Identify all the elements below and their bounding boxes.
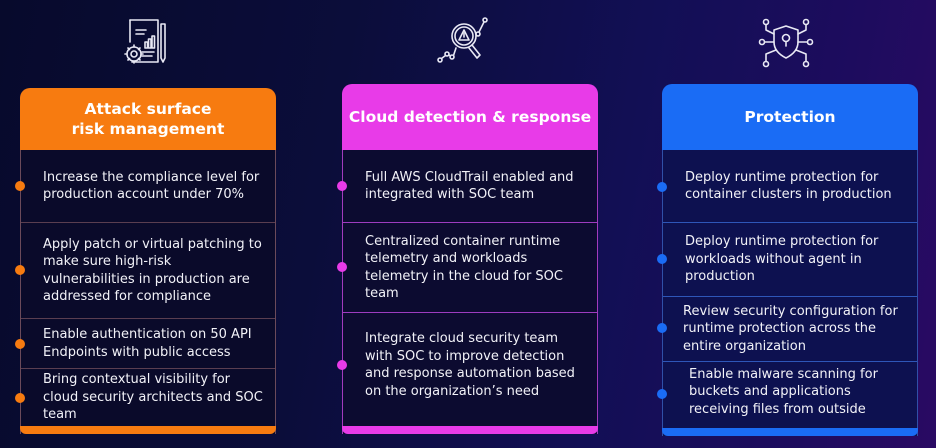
column-header: Cloud detection & response xyxy=(342,84,598,150)
list-item: Review security configuration for runtim… xyxy=(657,297,917,361)
column-header: Protection xyxy=(662,84,918,150)
item-text: Enable malware scanning for buckets and … xyxy=(689,366,878,417)
divider xyxy=(663,222,917,223)
item-text: Increase the compliance level for produc… xyxy=(43,169,260,203)
magnifier-warning-icon xyxy=(436,12,496,72)
divider xyxy=(663,296,917,297)
list-item: Full AWS CloudTrail enabled and integrat… xyxy=(337,150,597,222)
list-item: Deploy runtime protection for container … xyxy=(657,150,917,222)
bullet-dot xyxy=(15,265,25,275)
bullet-dot xyxy=(15,393,25,403)
list-item: Enable authentication on 50 API Endpoint… xyxy=(15,319,275,368)
list-item: Increase the compliance level for produc… xyxy=(15,150,275,222)
item-text: Deploy runtime protection for workloads … xyxy=(685,234,879,285)
bullet-dot xyxy=(657,182,667,192)
bullet-dot xyxy=(337,262,347,272)
divider xyxy=(663,361,917,362)
column-body: Deploy runtime protection for container … xyxy=(657,150,918,436)
list-item: Apply patch or virtual patching to make … xyxy=(15,223,275,318)
bullet-dot xyxy=(337,181,347,191)
column-body: Full AWS CloudTrail enabled and integrat… xyxy=(337,150,598,434)
list-item: Enable malware scanning for buckets and … xyxy=(657,362,917,426)
list-item: Deploy runtime protection for workloads … xyxy=(657,223,917,296)
list-item: Centralized container runtime telemetry … xyxy=(337,223,597,312)
bullet-dot xyxy=(15,181,25,191)
bullet-dot xyxy=(657,389,667,399)
bullet-dot xyxy=(15,339,25,349)
column-protection: Protection Deploy runtime protection for… xyxy=(657,84,918,436)
divider xyxy=(21,368,275,369)
item-text: Full AWS CloudTrail enabled and integrat… xyxy=(365,169,574,203)
column-cloud-detection: Cloud detection & response Full AWS Clou… xyxy=(337,84,598,434)
divider xyxy=(343,222,597,223)
item-text: Deploy runtime protection for container … xyxy=(685,169,892,203)
bullet-dot xyxy=(337,360,347,370)
list-item: Bring contextual visibility for cloud se… xyxy=(15,369,275,426)
bullet-dot xyxy=(657,254,667,264)
item-text: Bring contextual visibility for cloud se… xyxy=(43,372,263,423)
item-text: Enable authentication on 50 API Endpoint… xyxy=(43,327,252,360)
column-body: Increase the compliance level for produc… xyxy=(15,150,276,434)
column-footer-bar xyxy=(662,428,918,436)
divider xyxy=(343,312,597,313)
divider xyxy=(21,222,275,223)
column-header: Attack surface risk management xyxy=(20,88,276,150)
bullet-dot xyxy=(657,323,667,333)
item-text: Review security configuration for runtim… xyxy=(683,303,898,354)
item-text: Integrate cloud security team with SOC t… xyxy=(365,331,575,399)
item-text: Apply patch or virtual patching to make … xyxy=(43,236,262,305)
column-footer-bar xyxy=(342,426,598,434)
column-footer-bar xyxy=(20,426,276,434)
item-text: Centralized container runtime telemetry … xyxy=(365,233,563,302)
divider xyxy=(21,318,275,319)
shield-circuit-icon xyxy=(756,12,816,72)
document-chart-gear-icon xyxy=(118,12,178,72)
list-item: Integrate cloud security team with SOC t… xyxy=(337,313,597,425)
column-attack-surface: Attack surface risk management Increase … xyxy=(15,88,276,434)
